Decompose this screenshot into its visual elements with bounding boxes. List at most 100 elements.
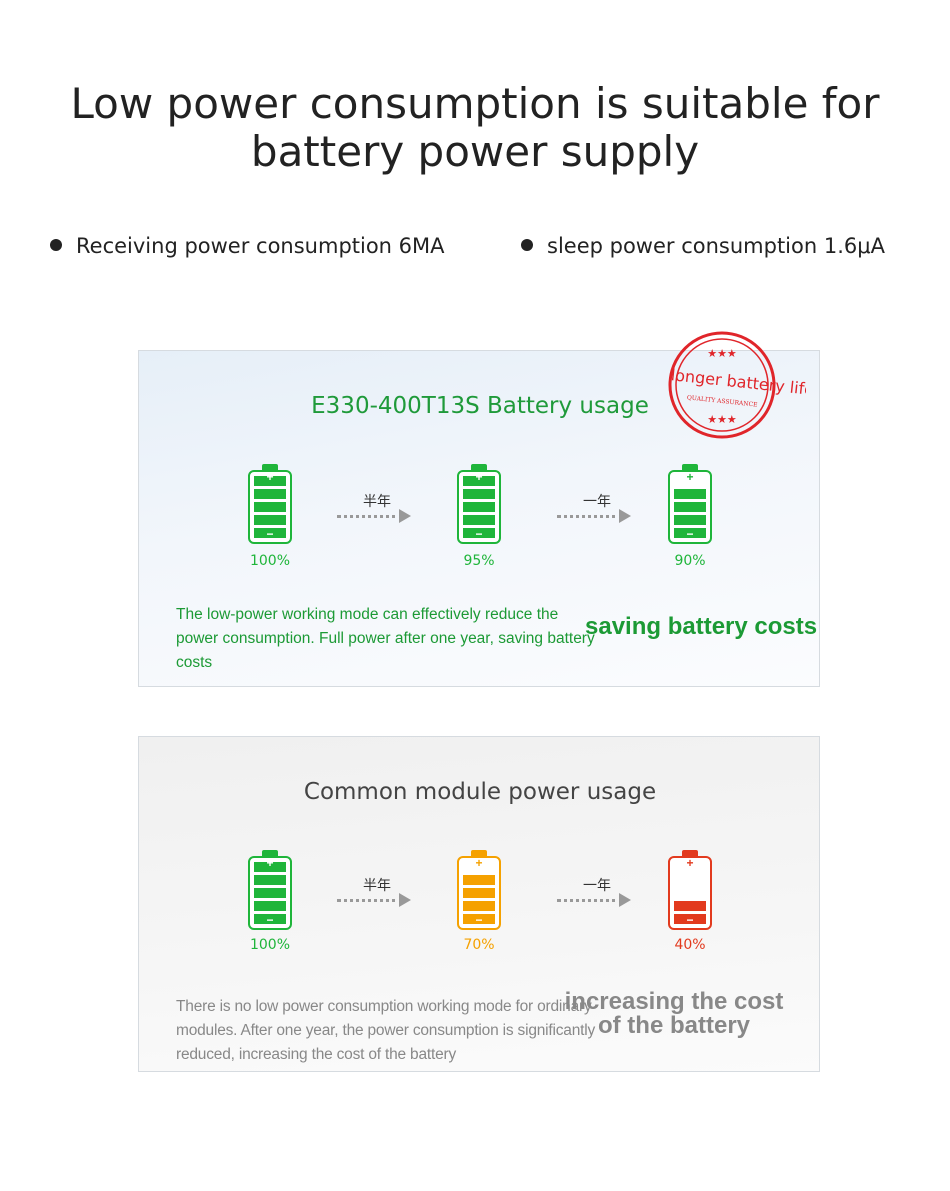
battery-cap bbox=[471, 464, 487, 470]
battery-segment bbox=[254, 528, 286, 538]
minus-icon: − bbox=[266, 527, 274, 541]
battery-segment bbox=[674, 489, 706, 499]
battery-cap bbox=[262, 464, 278, 470]
battery-cap bbox=[262, 850, 278, 856]
battery-segment bbox=[674, 901, 706, 911]
battery-segment bbox=[254, 914, 286, 924]
plus-icon: + bbox=[266, 856, 274, 870]
bullet-sleep-power: sleep power consumption 1.6μA bbox=[521, 234, 885, 258]
bullet-receiving-power: Receiving power consumption 6MA bbox=[50, 234, 445, 258]
arrow-label: 半年 bbox=[363, 494, 391, 510]
panel-highlight: saving battery costs bbox=[585, 613, 818, 640]
battery-icon: +− bbox=[457, 850, 501, 930]
dotted-arrow-line bbox=[557, 899, 623, 902]
one-year-arrow: 一年 bbox=[557, 491, 637, 531]
plus-icon: + bbox=[266, 470, 274, 484]
one-year-arrow: 一年 bbox=[557, 875, 637, 915]
battery-segment bbox=[463, 914, 495, 924]
battery-segment bbox=[674, 888, 706, 898]
panel-description: There is no low power consumption workin… bbox=[176, 998, 596, 1063]
longer-battery-life-stamp-icon: ★★★ longer battery life QUALITY ASSURANC… bbox=[668, 331, 806, 439]
stamp-stars-top: ★★★ bbox=[707, 347, 737, 360]
plus-icon: + bbox=[686, 470, 694, 484]
battery-cap bbox=[471, 850, 487, 856]
battery-segment bbox=[463, 901, 495, 911]
arrow-right-icon bbox=[399, 893, 411, 907]
title-line-2: battery power supply bbox=[250, 127, 700, 176]
half-year-arrow: 半年 bbox=[337, 491, 417, 531]
stamp-subtext: QUALITY ASSURANCE bbox=[687, 394, 758, 408]
battery-body: +− bbox=[457, 470, 501, 544]
minus-icon: − bbox=[475, 913, 483, 927]
plus-icon: + bbox=[475, 856, 483, 870]
battery-cap bbox=[682, 850, 698, 856]
battery-segment bbox=[254, 875, 286, 885]
half-year-arrow: 半年 bbox=[337, 875, 417, 915]
battery-icon: +− bbox=[457, 464, 501, 544]
panel-title: E330-400T13S Battery usage bbox=[311, 393, 649, 419]
battery-segment bbox=[254, 476, 286, 486]
battery-percent: 70% bbox=[463, 937, 495, 953]
panel-description: The low-power working mode can effective… bbox=[176, 606, 595, 671]
panel-highlight: increasing the cost of the battery bbox=[564, 988, 784, 1039]
dotted-arrow-line bbox=[337, 899, 403, 902]
dotted-arrow-line bbox=[557, 515, 623, 518]
common-module-panel: Common module power usage +− 100% 半年 +− … bbox=[138, 736, 820, 1072]
arrow-right-icon bbox=[399, 509, 411, 523]
battery-percent: 100% bbox=[249, 937, 291, 953]
plus-icon: + bbox=[686, 856, 694, 870]
minus-icon: − bbox=[686, 527, 694, 541]
battery-percent: 95% bbox=[463, 553, 495, 569]
battery-segment bbox=[254, 888, 286, 898]
bullet-dot-icon bbox=[521, 239, 533, 251]
minus-icon: − bbox=[475, 527, 483, 541]
battery-icon: +− bbox=[668, 464, 712, 544]
battery-segment bbox=[674, 528, 706, 538]
battery-segment bbox=[463, 528, 495, 538]
battery-segment bbox=[463, 502, 495, 512]
arrow-label: 半年 bbox=[363, 878, 391, 894]
battery-segment bbox=[463, 489, 495, 499]
battery-body: +− bbox=[457, 856, 501, 930]
bullet-text: Receiving power consumption 6MA bbox=[76, 234, 445, 258]
dotted-arrow-line bbox=[337, 515, 403, 518]
battery-segment bbox=[254, 862, 286, 872]
bullet-dot-icon bbox=[50, 239, 62, 251]
arrow-right-icon bbox=[619, 893, 631, 907]
battery-icon: +− bbox=[668, 850, 712, 930]
bullet-text: sleep power consumption 1.6μA bbox=[547, 234, 885, 258]
battery-segment bbox=[674, 875, 706, 885]
battery-percent: 90% bbox=[674, 553, 706, 569]
battery-percent: 40% bbox=[674, 937, 706, 953]
battery-segment bbox=[674, 515, 706, 525]
panel-title: Common module power usage bbox=[303, 779, 657, 805]
spec-bullets: Receiving power consumption 6MA sleep po… bbox=[0, 234, 950, 264]
stamp-stars-bottom: ★★★ bbox=[707, 413, 737, 426]
battery-segment bbox=[463, 515, 495, 525]
plus-icon: + bbox=[475, 470, 483, 484]
battery-segment bbox=[254, 489, 286, 499]
battery-segment bbox=[463, 476, 495, 486]
battery-icon: +− bbox=[248, 850, 292, 930]
battery-segment bbox=[674, 914, 706, 924]
battery-cap bbox=[682, 464, 698, 470]
minus-icon: − bbox=[686, 913, 694, 927]
battery-body: +− bbox=[248, 856, 292, 930]
battery-icon: +− bbox=[248, 464, 292, 544]
minus-icon: − bbox=[266, 913, 274, 927]
arrow-right-icon bbox=[619, 509, 631, 523]
battery-usage-panel: E330-400T13S Battery usage ★★★ longer ba… bbox=[138, 331, 820, 687]
arrow-label: 一年 bbox=[583, 878, 611, 894]
battery-segment bbox=[463, 888, 495, 898]
battery-body: +− bbox=[668, 856, 712, 930]
arrow-label: 一年 bbox=[583, 494, 611, 510]
battery-body: +− bbox=[668, 470, 712, 544]
battery-segment bbox=[254, 515, 286, 525]
battery-segment bbox=[463, 875, 495, 885]
battery-body: +− bbox=[248, 470, 292, 544]
title-line-1: Low power consumption is suitable for bbox=[70, 79, 880, 128]
battery-percent: 100% bbox=[249, 553, 291, 569]
battery-segment bbox=[674, 502, 706, 512]
page-title: Low power consumption is suitable for ba… bbox=[0, 80, 950, 176]
battery-segment bbox=[254, 901, 286, 911]
